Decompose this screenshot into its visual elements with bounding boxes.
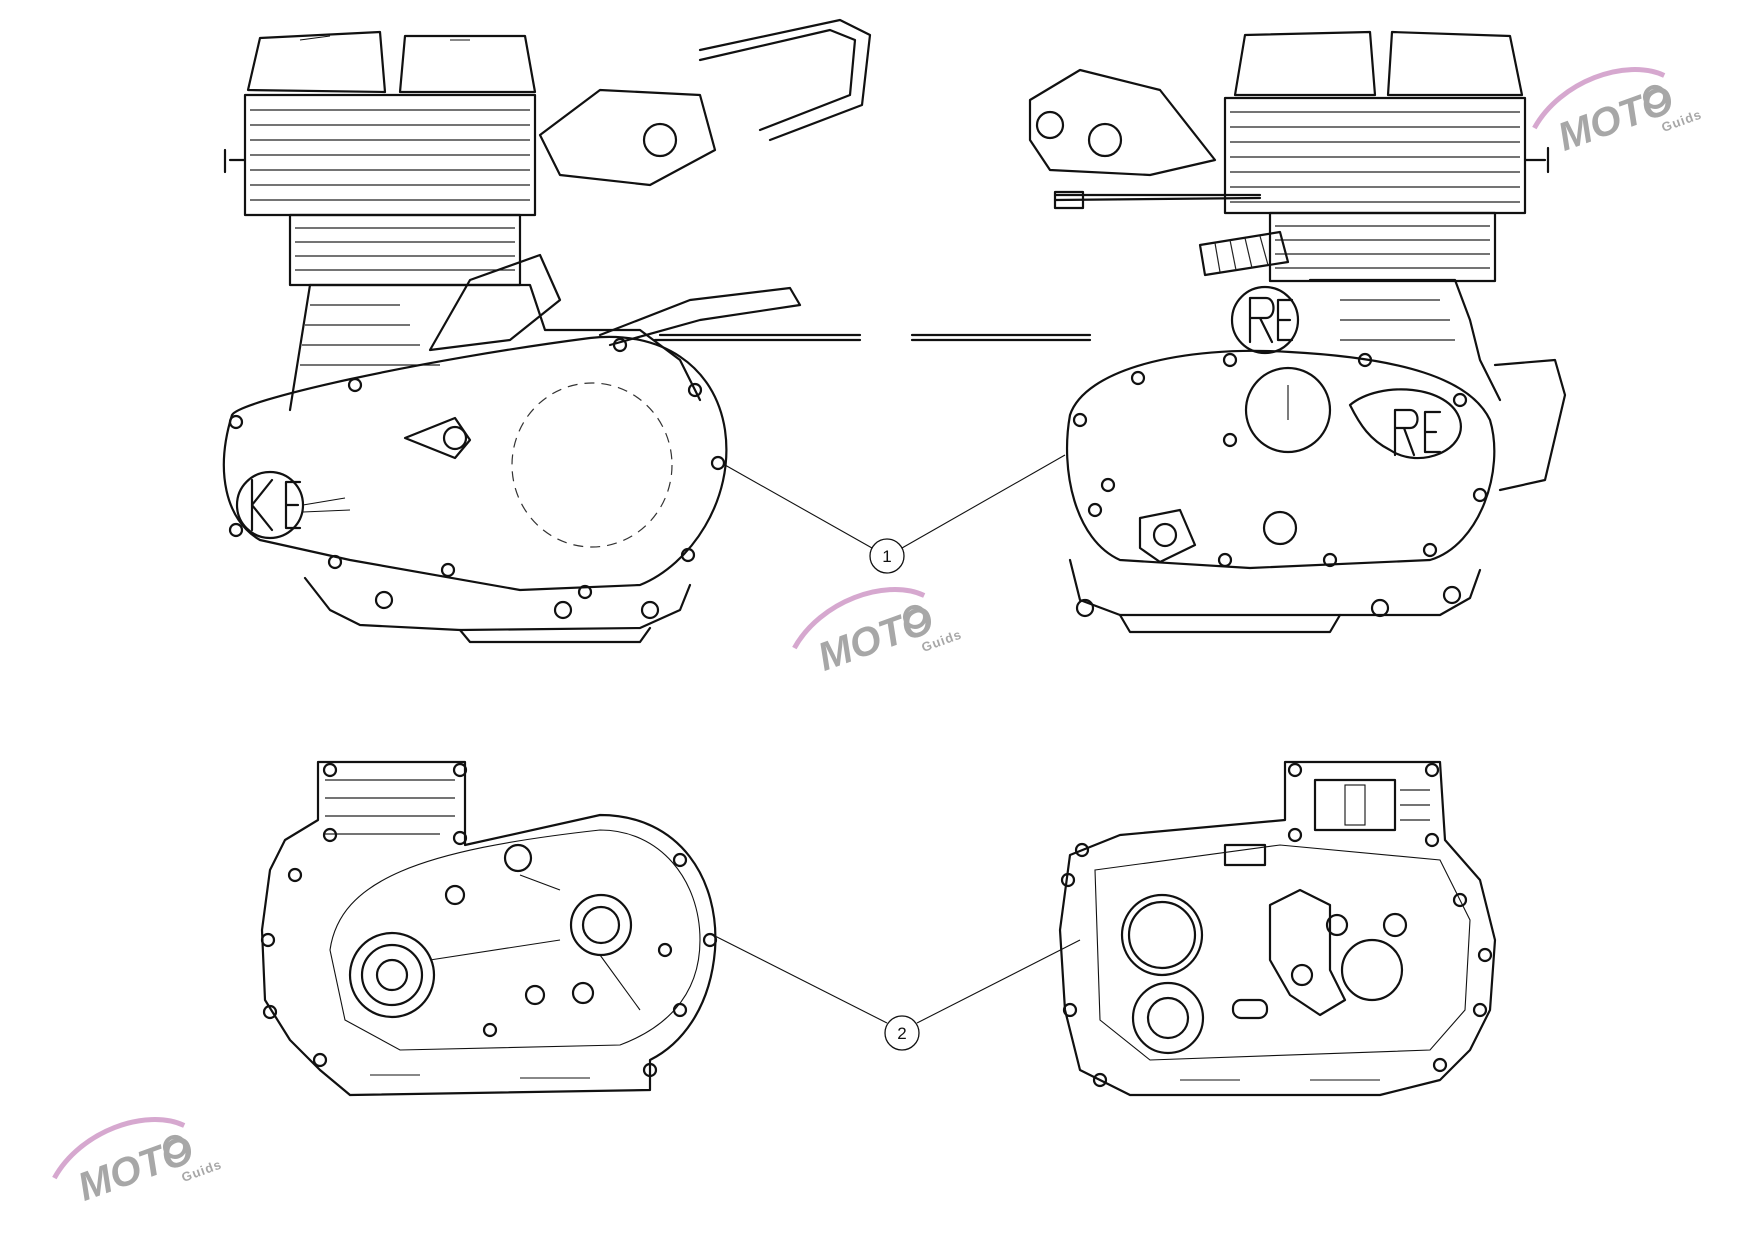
gear-icon bbox=[162, 1134, 187, 1159]
cover-bolts-right bbox=[1072, 352, 1488, 568]
callout-2: 2 bbox=[712, 934, 1081, 1051]
crankcase-left-half bbox=[260, 760, 718, 1097]
gear-icon bbox=[1642, 84, 1667, 109]
crankcase-left-lugs bbox=[260, 762, 718, 1078]
engine-right-view bbox=[910, 30, 1567, 634]
watermark-logo-bottom-left: MOTO Guids bbox=[52, 1117, 224, 1210]
crankcase-right-half bbox=[1058, 760, 1497, 1097]
gear-icon bbox=[902, 604, 927, 629]
callout-1-label: 1 bbox=[882, 547, 891, 566]
cover-bolts bbox=[228, 337, 726, 600]
engine-left-view bbox=[222, 18, 872, 644]
callout-1: 1 bbox=[724, 454, 1066, 574]
watermark-logo-top-right: MOTO Guids bbox=[1532, 67, 1704, 160]
callout-2-label: 2 bbox=[897, 1024, 906, 1043]
crankcase-right-lugs bbox=[1060, 762, 1493, 1088]
watermark-logo-center: MOTO Guids bbox=[792, 587, 964, 680]
